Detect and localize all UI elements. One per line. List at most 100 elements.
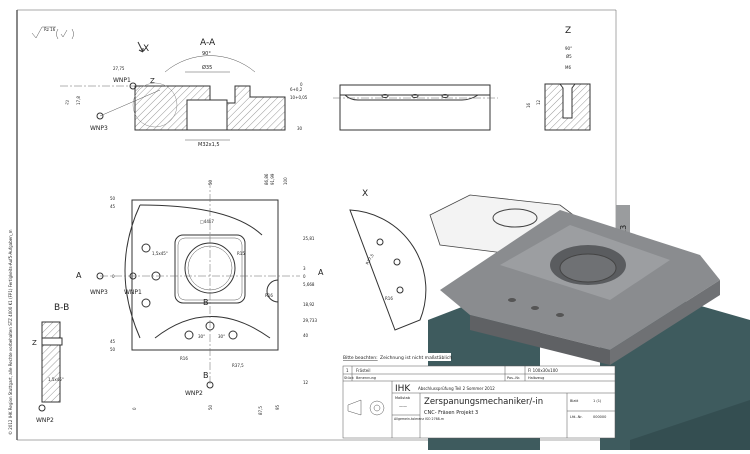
drawing-label: —— [399, 404, 407, 409]
drawing-label: Rz 16 [44, 27, 56, 32]
drawing-label: 50 [208, 179, 213, 185]
drawing-mark [137, 41, 144, 53]
drawing-label: Zeichnung ist nicht maßstäblich [380, 355, 452, 361]
drawing-label: Allgemein-toleranz ISO 2768-m [394, 417, 444, 421]
section-b-b: B-B Z 1,5x45° WNP2 [32, 303, 69, 424]
drawing-mark [342, 365, 616, 439]
drawing-label: X [362, 189, 368, 199]
drawing-label: 6+0,2 [290, 87, 303, 92]
drawing-mark [559, 253, 617, 283]
drawing-label: 29,733 [303, 318, 317, 323]
drawing-label: 1 (1) [593, 399, 602, 403]
drawing-label: 87,5 [258, 406, 263, 415]
dims-bottom: 0 50 87,5 95 [132, 404, 280, 415]
detail-z: Z 90° Ø5 M6 12 16 [526, 26, 591, 131]
drawing-label: Pos.-Nr. [507, 376, 520, 380]
drawing-mark [381, 94, 389, 98]
section-a-a: A-A X 90° Ø35 M32x1,5 6+0,2 10+0,05 0 30… [60, 38, 308, 148]
drawing-mark [56, 28, 74, 40]
drawing-label: Maßstab [395, 396, 411, 400]
drawing-label: 86,86 [264, 173, 269, 185]
drawing-label: B [203, 371, 209, 380]
drawing-mark [124, 204, 141, 339]
drawing-mark [96, 112, 104, 120]
drawing-label: R15 [237, 251, 245, 256]
drawing-label: WNP1 [124, 289, 142, 296]
drawing-mark [373, 404, 381, 412]
drawing-label: 45 [110, 204, 116, 209]
drawing-label: 1,5x45° [48, 377, 64, 382]
drawing-label: Benennung [356, 376, 376, 380]
drawing-label: WNP2 [185, 390, 203, 397]
drawing-label: 1,5x45° [152, 251, 168, 256]
drawing-mark [441, 94, 449, 98]
drawing-label: R16 [385, 296, 393, 301]
drawing-mark [396, 286, 404, 294]
drawing-mark [31, 26, 56, 39]
title-block: 1 Frästeil Fl 100x30x100 Stück Benennung… [342, 365, 616, 439]
drawing-label: 1 [346, 368, 349, 373]
drawing-label: 13 [619, 225, 628, 235]
drawing-label: B-B [54, 303, 69, 313]
drawing-label: A [76, 271, 82, 280]
drawing-mark [206, 381, 214, 389]
drawing-label: 90° [202, 51, 211, 57]
drawing-mark [531, 306, 539, 310]
drawing-mark [630, 400, 750, 450]
drawing-label: 0 [303, 274, 306, 279]
drawing-label: X [143, 44, 149, 54]
drawing-mark [132, 82, 178, 128]
drawing-label: Ø35 [202, 64, 212, 71]
drawing-mark [559, 83, 576, 119]
drawing-label: CNC- Fräsen Projekt 3 [424, 410, 478, 416]
drawing-mark [508, 298, 516, 302]
drawing-label: 0 [112, 274, 115, 279]
drawing-label: 0 [300, 82, 303, 87]
drawing-mark [376, 238, 384, 246]
drawing-mark [96, 272, 104, 280]
drawing-label: R37,5 [365, 252, 375, 265]
drawing-label: 0 [132, 407, 137, 410]
drawing-mark [556, 313, 564, 317]
drawing-label: 30° [198, 334, 205, 339]
drawing-label: 22 [64, 99, 70, 105]
drawing-label: 90° [565, 46, 572, 51]
drawing-mark [492, 208, 538, 228]
drawing-label: 17,8 [76, 96, 81, 105]
drawing-mark [228, 330, 238, 340]
drawing-mark [139, 204, 263, 236]
drawing-label: 25,81 [303, 236, 315, 241]
drawing-label: Lfd.-Nr. [570, 415, 583, 419]
drawing-mark [141, 243, 151, 253]
drawing-mark [41, 321, 61, 403]
drawing-label: 27,75 [113, 66, 125, 71]
drawing-label: R16 [265, 293, 273, 298]
drawing-mark [349, 209, 427, 331]
drawing-label: Bitte beachten: [343, 355, 378, 361]
drawing-label: 40 [303, 333, 309, 338]
drawing-mark: Allgemein-toleranz ISO 2768-m [394, 417, 444, 421]
drawing-mark [131, 199, 279, 351]
drawing-mark [610, 280, 720, 365]
drawing-mark [341, 353, 451, 361]
drawing-label: Zerspanungsmechaniker/-in [424, 397, 543, 407]
drawing-label: Ø5 [566, 54, 572, 59]
drawing-label: M6 [565, 65, 571, 70]
drawing-mark [369, 400, 385, 416]
drawing-mark [266, 279, 279, 303]
drawing-label: WNP3 [90, 125, 108, 132]
drawing-label: 18,92 [303, 302, 315, 307]
drawing-mark [164, 55, 256, 73]
drawing-mark [129, 272, 137, 280]
drawing-label: 45 [110, 339, 116, 344]
dims-right: 25,81 3 0 5,668 18,92 29,733 40 12 [303, 236, 317, 385]
drawing-label: 50 [208, 404, 213, 410]
drawing-label: Z [150, 77, 155, 85]
drawing-mark [154, 316, 271, 339]
drawing-label: Frästeil [356, 368, 370, 373]
drawing-label: 3 [303, 266, 306, 271]
surface-roughness-symbol: Rz 16 [31, 26, 74, 40]
drawing-label: B [203, 298, 209, 307]
drawing-mark [411, 94, 419, 98]
